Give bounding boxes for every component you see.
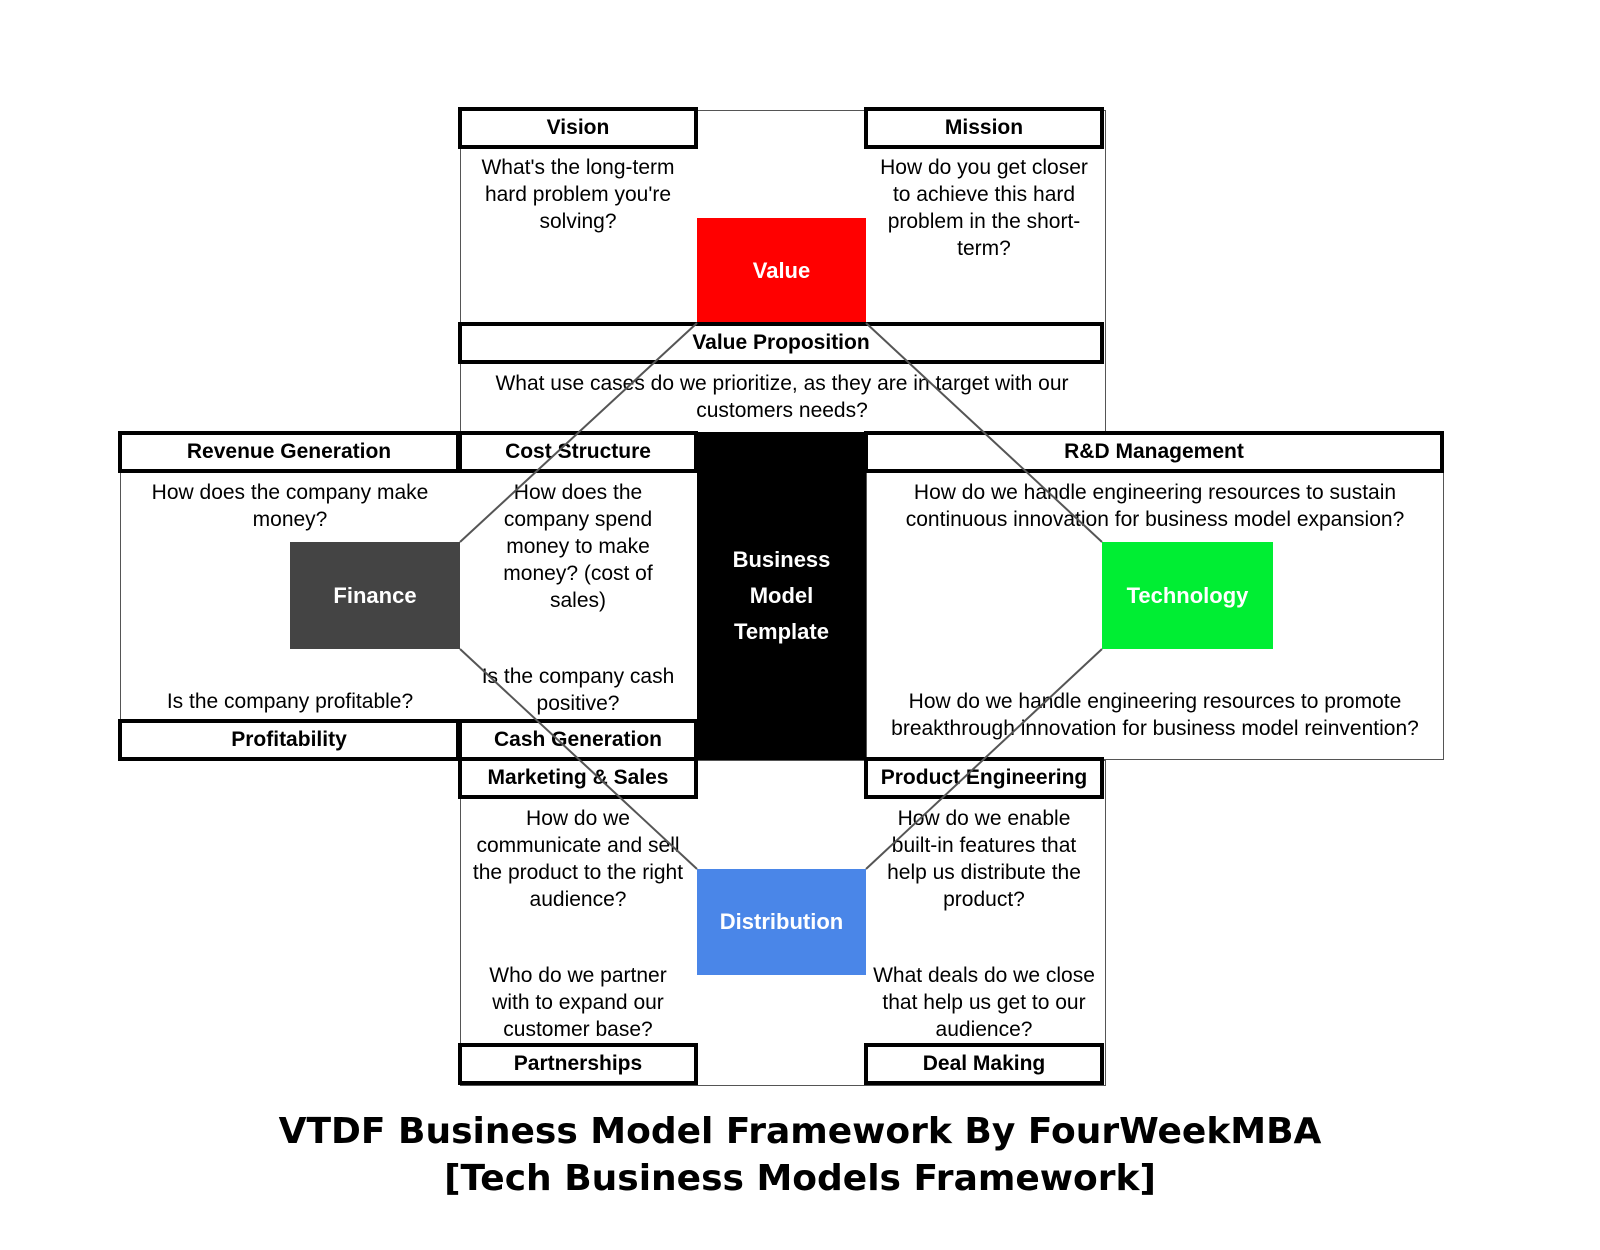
revenue-generation-header: Revenue Generation	[118, 431, 460, 473]
partnerships-header: Partnerships	[458, 1043, 698, 1085]
value-proposition-header: Value Proposition	[458, 322, 1104, 364]
value-box: Value	[697, 218, 866, 323]
cost-structure-header: Cost Structure	[458, 431, 698, 473]
framework-title: VTDF Business Model Framework By FourWee…	[0, 1108, 1600, 1202]
revenue-generation-question: How does the company make money?	[151, 481, 429, 531]
cost-structure-question: How does the company spend money to make…	[503, 481, 653, 612]
business-model-template-label: Business Model Template	[732, 547, 831, 644]
vision-header: Vision	[458, 107, 698, 149]
product-engineering-question: How do we enable built-in features that …	[887, 807, 1081, 911]
vision-question: What's the long-term hard problem you're…	[481, 156, 675, 233]
business-model-template-box: Business Model Template	[697, 432, 866, 760]
cash-generation-question: Is the company cash positive?	[481, 665, 675, 715]
deal-making-header: Deal Making	[864, 1043, 1104, 1085]
marketing-sales-question: How do we communicate and sell the produ…	[472, 807, 684, 911]
mission-header: Mission	[864, 107, 1104, 149]
marketing-sales-header: Marketing & Sales	[458, 757, 698, 799]
framework-title-line2: [Tech Business Models Framework]	[444, 1158, 1156, 1199]
rd-management-header: R&D Management	[864, 431, 1444, 473]
mission-question: How do you get closer to achieve this ha…	[880, 156, 1088, 260]
distribution-box: Distribution	[697, 869, 866, 975]
profitability-question: Is the company profitable?	[166, 690, 414, 713]
partnerships-question: Who do we partner with to expand our cus…	[489, 964, 667, 1041]
technology-box: Technology	[1102, 542, 1273, 649]
rd-question-sustain: How do we handle engineering resources t…	[905, 481, 1405, 531]
framework-title-line1: VTDF Business Model Framework By FourWee…	[278, 1111, 1322, 1152]
cash-generation-header: Cash Generation	[458, 719, 698, 761]
value-proposition-question: What use cases do we prioritize, as they…	[495, 372, 1069, 422]
product-engineering-header: Product Engineering	[864, 757, 1104, 799]
profitability-header: Profitability	[118, 719, 460, 761]
deal-making-question: What deals do we close that help us get …	[873, 964, 1095, 1041]
rd-question-breakthrough: How do we handle engineering resources t…	[891, 690, 1419, 740]
finance-box: Finance	[290, 542, 460, 649]
